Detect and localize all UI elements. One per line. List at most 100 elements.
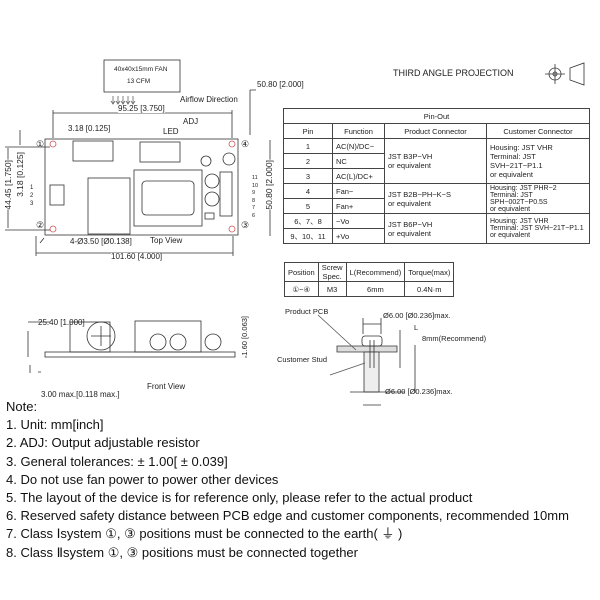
dim-width-holes: 95.25 [3.750] [118, 104, 165, 113]
pinout-title: Pin-Out [283, 108, 590, 124]
pin-label: 10 [252, 182, 259, 189]
customer-line: or equivalent [490, 205, 531, 213]
header-pin: Pin [283, 123, 333, 139]
function-cell: NC [332, 153, 385, 169]
note-item: 6. Reserved safety distance between PCB … [6, 508, 569, 524]
note-item: 7. Class Ⅰsystem ①, ③ positions must be … [6, 526, 403, 542]
note-item: 1. Unit: mm[inch] [6, 417, 104, 433]
customer-line: Housing: JST PHR−2 [490, 184, 557, 192]
screw-cell: M3 [317, 281, 347, 297]
position-cell: ①−④ [284, 281, 319, 297]
notes-title: Note: [6, 399, 38, 414]
product-pcb-label: Product PCB [285, 307, 329, 316]
torque-cell: 0.4N·m [404, 281, 455, 297]
note-item: 8. Class Ⅱsystem ①, ③ positions must be … [6, 544, 358, 560]
dim-height-right: 50.80 [2.000] [264, 160, 274, 210]
product-line: or equivalent [388, 161, 431, 170]
pin-label: 8 [252, 197, 256, 204]
header-function: Function [332, 123, 385, 139]
function-cell: Fan+ [332, 198, 385, 214]
dia-bottom-label: Ø6.00 [Ø0.236]max. [385, 387, 453, 396]
fan-cfm: 13 CFM [127, 78, 151, 85]
pin-cell: 6、7、8 [283, 213, 333, 229]
note-item: 5. The layout of the device is for refer… [6, 490, 473, 506]
dim-offset-v: 3.18 [0.125] [15, 152, 25, 197]
pin-cell: 4 [283, 183, 333, 199]
product-line: or equivalent [388, 228, 431, 238]
note-item: 3. General tolerances: ± 1.00[ ± 0.039] [6, 453, 228, 469]
customer-line: Terminal: JST SVH−21T−P1.1 [490, 152, 543, 170]
pin-label: 1 [30, 185, 34, 191]
note-item: 2. ADJ: Output adjustable resistor [6, 435, 200, 451]
pin-label: 7 [252, 205, 256, 211]
header-torque: Torque(max) [404, 262, 455, 282]
note-item: 4. Do not use fan power to power other d… [6, 471, 279, 487]
dim-height-holes: 44.45 [1.750] [3, 160, 13, 210]
header-product-connector: Product Connector [384, 123, 487, 139]
header-customer-connector: Customer Connector [486, 123, 590, 139]
position-1: ① [36, 139, 45, 149]
dim-bottom: 3.00 max.[0.118 max.] [41, 390, 120, 399]
fan-label: 40x40x15mm FAN [114, 66, 168, 73]
product-line: or equivalent [388, 198, 431, 208]
pin-label: 9 [252, 190, 256, 196]
product-line: JST B2B−PH−K−S [388, 189, 452, 199]
projection-title: THIRD ANGLE PROJECTION [393, 68, 514, 78]
airflow-label: Airflow Direction [180, 95, 238, 104]
dim-pcb-thickness: 1.60 [0.063] [240, 316, 249, 356]
led-label: LED [163, 127, 179, 136]
customer-line: or equivalent [490, 232, 531, 239]
table-row: 9、10、11+Vo [283, 228, 590, 244]
header-screw-spec: Screw Spec. [317, 262, 347, 282]
customer-line: or equivalent [490, 170, 533, 179]
dim-front-height: 25.40 [1.000] [38, 318, 85, 327]
customer-line: Terminal: JST SPH−002T−P0.5S [490, 191, 548, 206]
pinout-table: Pin-Out Pin Function Product Connector C… [283, 108, 590, 244]
recommend-label: 8mm(Recommend) [422, 334, 487, 343]
top-view-board [44, 138, 239, 236]
header-position: Position [284, 262, 319, 282]
customer-line: Housing: JST VHR [490, 143, 553, 152]
l-label: L [414, 323, 419, 332]
customer-stud-label: Customer Stud [277, 355, 328, 364]
dim-width-total: 101.60 [4.000] [111, 252, 163, 261]
product-line: JST B3P−VH [388, 152, 433, 161]
notes-section: Note: 1. Unit: mm[inch] 2. ADJ: Output a… [6, 398, 569, 562]
pin-label: 11 [252, 175, 258, 181]
pin-cell: 3 [283, 168, 333, 184]
pin-label: 2 [30, 193, 34, 199]
position-3: ③ [241, 220, 250, 230]
third-angle-projection-icon [545, 62, 585, 86]
adj-label: ADJ [183, 117, 199, 126]
connector-pins-left: 1 2 3 [30, 184, 33, 208]
customer-line: Housing: JST VHR [490, 218, 549, 225]
pin-label: 3 [30, 201, 34, 207]
pin-cell: 2 [283, 153, 333, 169]
length-cell: 6mm [345, 281, 406, 297]
dim-offset: 3.18 [0.125] [68, 124, 111, 133]
top-view-caption: Top View [150, 236, 183, 245]
header-length: L(Recommend) [345, 262, 406, 282]
position-4: ④ [241, 139, 250, 149]
function-cell: AC(L)/DC+ [332, 168, 385, 184]
pin-cell: 9、10、11 [283, 228, 333, 244]
dim-height-total: 50.80 [2.000] [257, 80, 304, 89]
product-line: JST B6P−VH [388, 219, 433, 229]
front-view-caption: Front View [147, 382, 186, 391]
function-cell: Fan− [332, 183, 385, 199]
airflow-arrows-icon [110, 96, 136, 105]
position-2: ② [36, 220, 45, 230]
